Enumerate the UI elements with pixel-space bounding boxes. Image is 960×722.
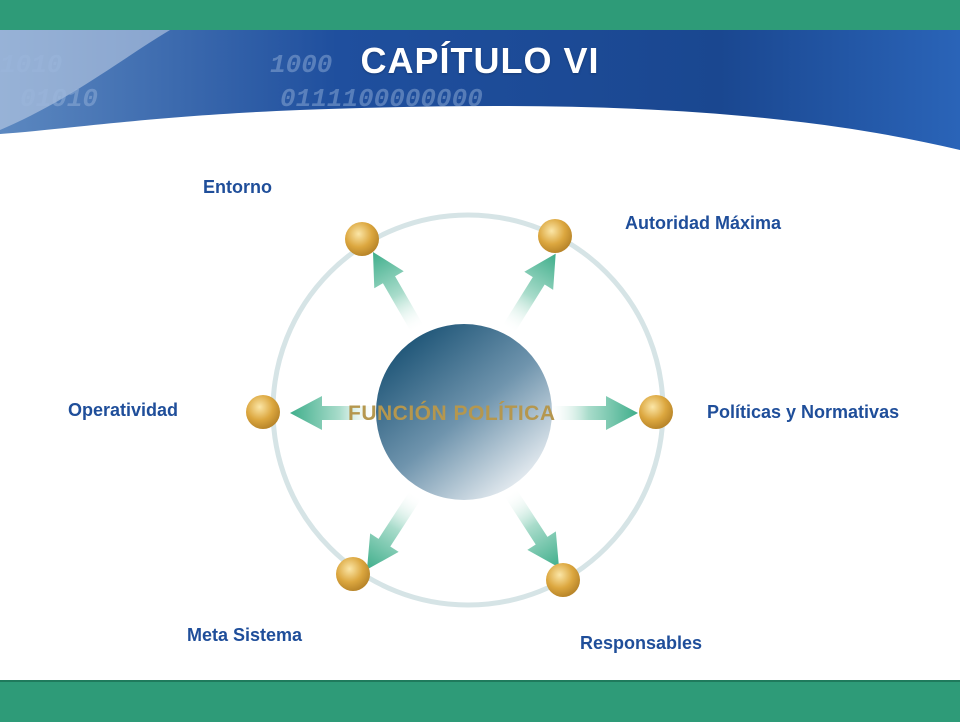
- label-politicas: Políticas y Normativas: [707, 402, 900, 422]
- node-operatividad: [246, 395, 280, 429]
- svg-text:1010: 1010: [0, 50, 62, 80]
- label-responsables: Responsables: [580, 633, 703, 653]
- binary-digits-graphic: 1010 01010 1000 0111100000000: [0, 50, 483, 114]
- arrow-entorno: [358, 243, 433, 339]
- label-operatividad: Operatividad: [68, 400, 179, 420]
- bottom-bar: [0, 680, 960, 722]
- center-label: FUNCIÓN POLÍTICA: [348, 402, 556, 425]
- node-meta: [336, 557, 370, 591]
- node-autoridad: [538, 219, 572, 253]
- node-politicas: [639, 395, 673, 429]
- arrow-responsables: [495, 482, 574, 577]
- arrow-autoridad: [493, 244, 571, 340]
- arrow-politicas: [548, 396, 638, 430]
- header-banner: 1010 01010 1000 0111100000000: [0, 30, 960, 150]
- label-entorno: Entorno: [203, 177, 272, 197]
- center-sphere: [376, 324, 552, 500]
- svg-text:1000: 1000: [270, 50, 332, 80]
- node-responsables: [546, 563, 580, 597]
- page-title: CAPÍTULO VI: [360, 40, 600, 81]
- label-autoridad: Autoridad Máxima: [625, 213, 782, 233]
- node-entorno: [345, 222, 379, 256]
- label-meta: Meta Sistema: [187, 625, 303, 645]
- svg-text:0111100000000: 0111100000000: [280, 84, 483, 114]
- svg-text:01010: 01010: [20, 84, 98, 114]
